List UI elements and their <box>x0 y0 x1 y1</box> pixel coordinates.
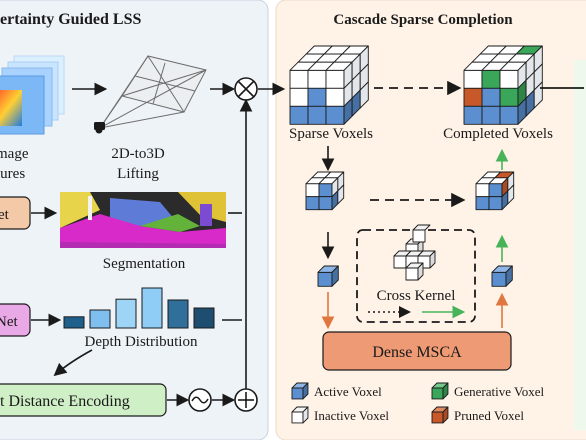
voxel-front-cell <box>491 271 507 287</box>
image-features-label-2: tures <box>0 166 25 182</box>
voxel-front-cell <box>305 196 320 211</box>
dense-msca-label: Dense MSCA <box>372 344 462 361</box>
encoding-label: t Distance Encoding <box>0 393 130 410</box>
voxel-right-cell <box>302 406 309 424</box>
lifting-frustum <box>99 55 207 129</box>
depth-bar <box>115 298 137 329</box>
depth-bar <box>89 309 111 329</box>
segmentation-label: Segmentation <box>103 256 186 272</box>
small-output-voxel <box>491 265 513 287</box>
voxel-front-cell <box>305 183 320 198</box>
mid-level-sparse-cube <box>305 171 345 211</box>
sinusoid-operator <box>188 388 212 412</box>
depth-net-box <box>0 303 31 337</box>
voxel-front-cell <box>463 69 483 89</box>
voxel-front-cell <box>475 196 490 211</box>
voxel-front-cell <box>499 105 519 125</box>
voxel-right-cell <box>505 265 513 287</box>
next-panel-edge <box>574 60 586 430</box>
voxel-front-cell <box>499 69 519 89</box>
voxel-right-cell <box>359 81 369 109</box>
voxel-right-cell <box>507 184 515 205</box>
legend-active-label: Active Voxel <box>314 384 382 399</box>
voxel-front-cell <box>431 387 444 400</box>
depth-bar <box>193 307 215 329</box>
voxel-front-cell <box>289 87 309 107</box>
voxel-front-cell <box>325 105 345 125</box>
seg-net-label: et <box>0 207 10 223</box>
seg-net-box <box>0 196 31 230</box>
legend-inactive-label: Inactive Voxel <box>314 408 389 423</box>
multiply-operator <box>234 77 258 101</box>
voxel-front-cell <box>475 183 490 198</box>
small-active-voxel <box>317 265 339 287</box>
camera-icon <box>94 122 105 134</box>
kernel-front-cell <box>405 267 419 281</box>
voxel-front-cell <box>481 69 501 89</box>
voxel-front-cell <box>307 87 327 107</box>
cross-kernel-icon <box>393 224 436 281</box>
voxel-front-cell <box>325 69 345 89</box>
voxel-front-cell <box>289 105 309 125</box>
voxel-front-cell <box>291 411 304 424</box>
completed-voxels-label: Completed Voxels <box>443 126 553 142</box>
cross-kernel-label: Cross Kernel <box>377 288 456 304</box>
voxel-front-cell <box>463 105 483 125</box>
voxel-front-cell <box>488 183 503 198</box>
legend-pruned-label: Pruned Voxel <box>454 408 524 423</box>
kernel-back-top-cell <box>412 224 431 231</box>
voxel-front-cell <box>318 196 333 211</box>
kernel-back-cell <box>412 229 426 243</box>
depth-bar <box>63 316 85 329</box>
depth-bar <box>141 287 163 329</box>
add-operator <box>234 388 258 412</box>
voxel-front-cell <box>289 69 309 89</box>
voxel-front-cell <box>307 69 327 89</box>
mid-level-completed-cube <box>475 171 515 211</box>
legend-generative-label: Generative Voxel <box>454 384 545 399</box>
voxel-right-cell <box>337 184 345 205</box>
image-features-label-1: mage <box>0 146 29 162</box>
kernel-front-cell <box>393 255 407 269</box>
voxel-front-cell <box>317 271 333 287</box>
voxel-front-cell <box>481 105 501 125</box>
depth-distribution-label: Depth Distribution <box>85 334 198 350</box>
voxel-front-cell <box>291 387 304 400</box>
kernel-right-cell <box>417 262 424 281</box>
voxel-front-cell <box>481 87 501 107</box>
legend: Active Voxel Generative Voxel Inactive V… <box>291 382 545 424</box>
segmentation-map <box>60 192 226 248</box>
voxel-right-cell <box>331 265 339 287</box>
completed-voxels-cube <box>463 45 543 125</box>
voxel-front-cell <box>325 87 345 107</box>
voxel-right-cell <box>302 382 309 400</box>
voxel-front-cell <box>318 183 333 198</box>
voxel-front-cell <box>431 411 444 424</box>
sparse-voxels-label: Sparse Voxels <box>289 126 373 142</box>
voxel-front-cell <box>488 196 503 211</box>
depth-bar <box>167 299 189 329</box>
left-panel-title: ertainty Guided LSS <box>0 11 141 28</box>
lifting-label-1: 2D-to3D <box>111 146 164 162</box>
arrow-depth-to-encoding <box>53 349 93 377</box>
voxel-right-cell <box>442 406 449 424</box>
depth-net-label: Net <box>0 314 18 330</box>
voxel-right-cell <box>442 382 449 400</box>
sparse-voxels-cube <box>289 45 369 125</box>
voxel-front-cell <box>307 105 327 125</box>
voxel-front-cell <box>499 87 519 107</box>
kernel-right-cell <box>429 250 436 269</box>
voxel-front-cell <box>463 87 483 107</box>
depth-distribution-bars <box>63 287 215 329</box>
dense-msca-box <box>322 331 512 371</box>
encoding-box <box>0 383 167 417</box>
right-panel-title: Cascade Sparse Completion <box>333 12 513 28</box>
image-features-stack <box>0 55 65 135</box>
lifting-label-2: Lifting <box>117 166 159 182</box>
